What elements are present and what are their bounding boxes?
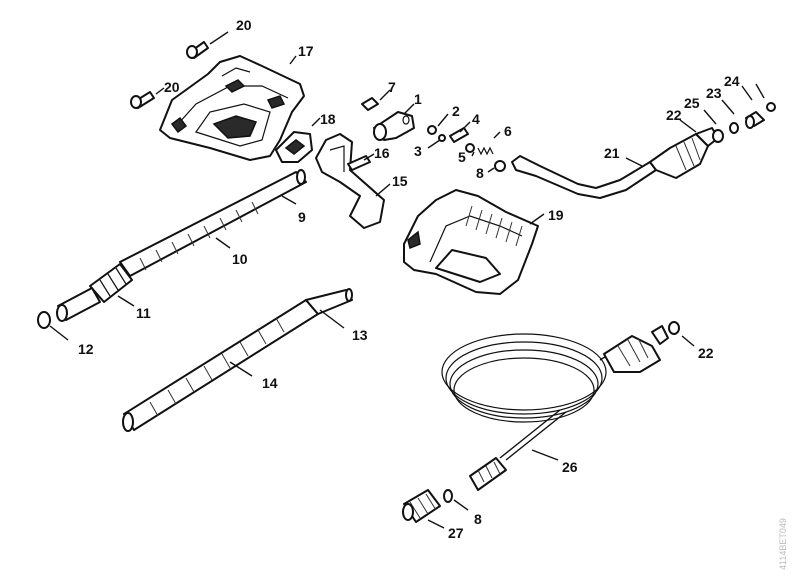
- part-11-lance-nozzle: [56, 287, 101, 322]
- label-part-18: 18: [320, 111, 336, 127]
- part-21-bent-tube: [511, 127, 719, 199]
- watermark-code: 4114BET049: [778, 518, 788, 570]
- label-part-25: 25: [684, 95, 700, 111]
- part-26-hose: [441, 325, 669, 491]
- part-2-washer: [427, 125, 437, 135]
- part-19-handle-grip: [403, 189, 539, 295]
- part-14-extension-tube: [122, 288, 353, 432]
- label-part-26: 26: [562, 459, 578, 475]
- part-8-o-ring-upper: [494, 160, 506, 172]
- label-part-5: 5: [458, 149, 466, 165]
- label-part-9: 9: [298, 209, 306, 225]
- part-23-nozzle-screw: [745, 111, 765, 129]
- part-3-ball: [438, 134, 446, 142]
- label-part-2: 2: [452, 103, 460, 119]
- part-11-lance-nut: [89, 263, 133, 303]
- part-6-spring: [477, 146, 494, 156]
- part-4-valve-pin: [449, 127, 469, 143]
- part-17-handle-housing: [159, 55, 305, 161]
- label-part-8-lower: 8: [474, 511, 482, 527]
- part-labels: 20 17 20 7 1 2 3 4 5 6 8 18 16 15 19 21 …: [78, 17, 740, 541]
- label-part-20-top: 20: [236, 17, 252, 33]
- label-part-4: 4: [472, 111, 480, 127]
- part-5-seal: [465, 143, 475, 153]
- label-part-14: 14: [262, 375, 278, 391]
- part-22-o-ring-upper: [712, 129, 724, 143]
- label-part-22-lower: 22: [698, 345, 714, 361]
- label-part-23: 23: [706, 85, 722, 101]
- label-part-24: 24: [724, 73, 740, 89]
- part-1-valve-lever: [373, 111, 415, 141]
- leader-lines: [49, 31, 765, 529]
- label-part-16: 16: [374, 145, 390, 161]
- label-part-20-left: 20: [164, 79, 180, 95]
- label-part-12: 12: [78, 341, 94, 357]
- part-10-lance-tube: [119, 169, 307, 277]
- part-24-small-o-ring: [766, 102, 776, 112]
- label-part-6: 6: [504, 123, 512, 139]
- part-18-trigger-clip: [275, 131, 313, 163]
- label-part-17: 17: [298, 43, 314, 59]
- label-part-15: 15: [392, 173, 408, 189]
- label-part-3: 3: [414, 143, 422, 159]
- label-part-21: 21: [604, 145, 620, 161]
- part-25-o-ring: [729, 122, 739, 134]
- label-part-8-upper: 8: [476, 165, 484, 181]
- label-part-1: 1: [414, 91, 422, 107]
- label-part-10: 10: [232, 251, 248, 267]
- label-part-7: 7: [388, 79, 396, 95]
- part-20-screw-left: [130, 91, 155, 109]
- label-part-27: 27: [448, 525, 464, 541]
- part-12-o-ring: [37, 311, 51, 329]
- label-part-22-upper: 22: [666, 107, 682, 123]
- part-15-trigger-lever: [315, 133, 385, 229]
- label-part-19: 19: [548, 207, 564, 223]
- part-7-small-nut: [361, 97, 379, 111]
- part-27-hose-coupling: [402, 489, 441, 523]
- label-part-13: 13: [352, 327, 368, 343]
- label-part-11: 11: [136, 305, 151, 321]
- part-20-screw-top: [186, 41, 209, 59]
- part-8-o-ring-lower: [443, 489, 453, 503]
- part-22-o-ring-lower: [668, 321, 680, 335]
